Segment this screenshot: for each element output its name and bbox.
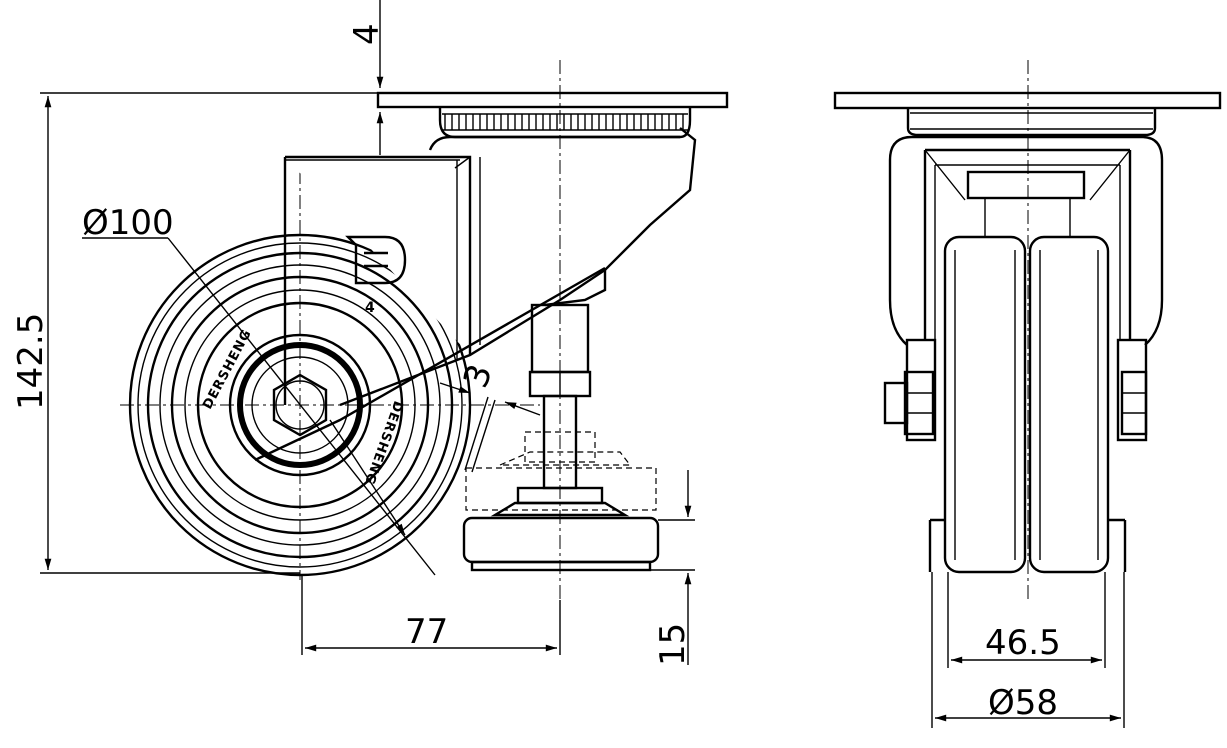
wheel-brand-text-2: DERSHENG [361, 399, 405, 487]
dimension-foot-height: 15 [650, 470, 695, 666]
top-plate-side [376, 91, 729, 109]
dimension-tread-width: 46.5 [947, 572, 1106, 668]
front-view [833, 60, 1222, 600]
dimension-hub-width: Ø58 [931, 572, 1125, 728]
wheel-left-front [943, 235, 1027, 574]
dimension-plate-thickness: 4 [347, 0, 387, 155]
dim-tread-width-text: 46.5 [985, 623, 1061, 663]
dim-plate-thickness-text: 4 [347, 23, 387, 45]
axle-nut-icon [272, 373, 328, 437]
dimension-offset: 77 [301, 575, 561, 655]
side-view: DERSHENG DERSHENG 4 [120, 60, 729, 600]
swivel-bearing-side [438, 107, 692, 139]
dimension-wheel-diameter: Ø100 [82, 203, 436, 576]
leveling-foot [462, 303, 660, 572]
wheel-brand-text: DERSHENG [200, 327, 255, 412]
top-plate-front [833, 91, 1222, 110]
dim-total-height-text: 142.5 [11, 313, 51, 410]
dim-foot-height-text: 15 [653, 623, 693, 666]
dim-hub-width-text: Ø58 [988, 683, 1058, 723]
fork-marking: 4 [365, 300, 375, 316]
brand-logo-icon: 4 [345, 235, 407, 316]
dimension-total-height: 142.5 [11, 92, 378, 574]
dim-gap-text: 3 [456, 359, 501, 393]
dim-offset-text: 77 [405, 612, 448, 652]
dimension-gap: 3 [439, 359, 541, 473]
wheel-right-front [1028, 235, 1110, 574]
fork-side [254, 127, 697, 462]
dim-wheel-diameter-text: Ø100 [82, 203, 174, 243]
